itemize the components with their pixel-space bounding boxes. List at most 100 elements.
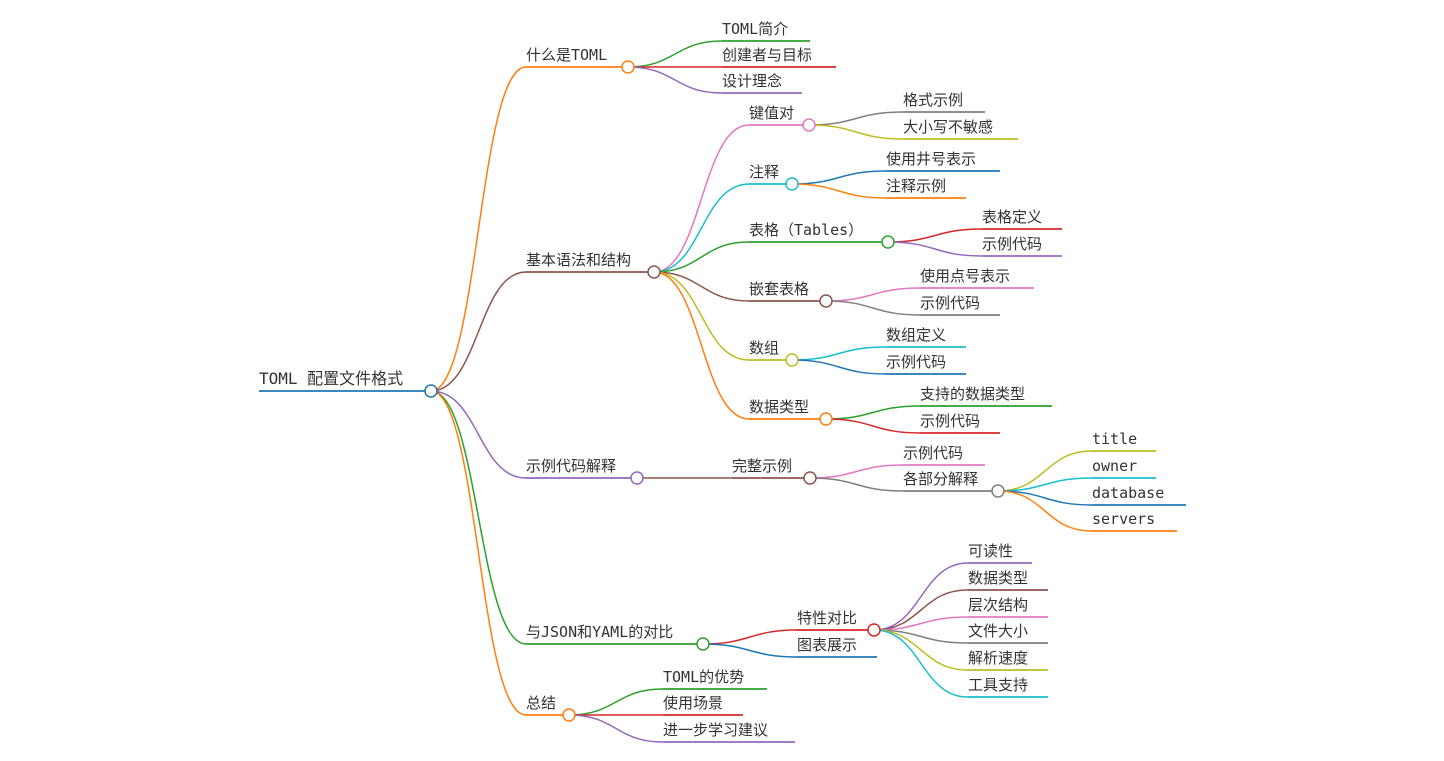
node-chart-display[interactable]: 图表展示 [797,636,858,654]
link-node-servers [997,490,1093,532]
node-example-explained-toggle[interactable] [630,471,644,485]
link-node-tool-support [873,629,969,698]
node-summary[interactable]: 总结 [526,694,557,712]
link-node-nested-code [825,300,921,316]
link-node-readability [873,562,969,631]
node-creator-goals[interactable]: 创建者与目标 [722,46,813,64]
root-node-toggle[interactable] [424,384,438,398]
link-node-toml-advantages [568,688,664,716]
link-node-title [997,450,1093,492]
node-readability[interactable]: 可读性 [968,542,1014,560]
link-node-parts-explained [809,477,904,492]
node-further-learning[interactable]: 进一步学习建议 [663,721,769,739]
node-what-is-toml[interactable]: 什么是TOML [526,46,608,64]
link-node-types-code [825,418,921,434]
node-tables[interactable]: 表格（Tables） [749,221,864,239]
link-node-hash-symbol [791,170,887,185]
node-parts-explained-toggle[interactable] [991,484,1005,498]
link-node-further-learning [568,714,664,743]
link-node-compare-data-types [873,589,969,631]
node-supported-types[interactable]: 支持的数据类型 [920,385,1026,403]
node-hash-symbol[interactable]: 使用井号表示 [886,150,977,168]
node-table-code[interactable]: 示例代码 [982,235,1043,253]
node-file-size[interactable]: 文件大小 [968,622,1029,640]
node-feature-compare-toggle[interactable] [867,623,881,637]
node-nested-code[interactable]: 示例代码 [920,294,981,312]
link-node-summary [430,390,527,716]
node-servers[interactable]: servers [1092,510,1156,528]
node-types-code[interactable]: 示例代码 [920,412,981,430]
link-node-owner [997,477,1093,492]
node-comments-toggle[interactable] [785,177,799,191]
link-node-key-value [653,124,750,273]
node-use-cases[interactable]: 使用场景 [663,694,724,712]
link-node-arrays [653,271,750,361]
node-full-code[interactable]: 示例代码 [903,444,964,462]
node-what-is-toml-toggle[interactable] [621,60,635,74]
node-title[interactable]: title [1092,430,1138,448]
node-toml-advantages[interactable]: TOML的优势 [663,668,745,686]
link-node-json-yaml-compare [430,390,527,645]
node-database[interactable]: database [1092,484,1165,502]
node-parse-speed[interactable]: 解析速度 [968,649,1029,667]
link-node-full-code [809,464,904,479]
node-format-example[interactable]: 格式示例 [903,91,964,109]
node-arrays-toggle[interactable] [785,353,799,367]
link-node-case-insensitive [808,124,904,140]
link-node-file-size [873,629,969,644]
link-node-array-definition [791,346,887,361]
node-key-value[interactable]: 键值对 [749,104,795,122]
node-case-insensitive[interactable]: 大小写不敏感 [903,118,994,136]
node-tool-support[interactable]: 工具支持 [968,676,1029,694]
link-node-format-example [808,111,904,126]
node-owner[interactable]: owner [1092,457,1138,475]
node-data-types-toggle[interactable] [819,412,833,426]
node-feature-compare[interactable]: 特性对比 [797,609,858,627]
link-node-table-definition [887,228,983,243]
link-node-comment-example [791,183,887,199]
node-parts-explained[interactable]: 各部分解释 [903,470,979,488]
link-node-basic-syntax [430,271,527,392]
node-nested-tables[interactable]: 嵌套表格 [749,280,810,298]
node-full-example-toggle[interactable] [803,471,817,485]
link-node-array-code [791,359,887,375]
node-comments[interactable]: 注释 [749,163,780,181]
link-node-what-is-toml [430,66,527,392]
node-array-code[interactable]: 示例代码 [886,353,947,371]
node-comment-example[interactable]: 注释示例 [886,177,947,195]
node-toml-intro[interactable]: TOML简介 [722,20,789,38]
node-summary-toggle[interactable] [562,708,576,722]
node-json-yaml-compare-toggle[interactable] [696,637,710,651]
node-table-definition[interactable]: 表格定义 [982,208,1043,226]
node-design-philosophy[interactable]: 设计理念 [722,72,783,90]
root-node[interactable]: TOML 配置文件格式 [259,369,404,388]
link-node-database [997,490,1093,506]
node-example-explained[interactable]: 示例代码解释 [526,457,617,475]
node-basic-syntax-toggle[interactable] [647,265,661,279]
link-node-supported-types [825,405,921,420]
link-node-comments [653,183,750,273]
link-node-design-philosophy [627,66,723,94]
node-data-types[interactable]: 数据类型 [749,398,810,416]
link-node-nested-tables [653,271,750,302]
node-hierarchy[interactable]: 层次结构 [968,596,1029,614]
node-key-value-toggle[interactable] [802,118,816,132]
node-tables-toggle[interactable] [881,235,895,249]
node-json-yaml-compare[interactable]: 与JSON和YAML的对比 [526,623,674,641]
node-array-definition[interactable]: 数组定义 [886,326,947,344]
node-full-example[interactable]: 完整示例 [732,457,793,475]
link-node-example-explained [430,390,527,479]
link-node-feature-compare [702,629,798,645]
link-node-dot-notation [825,287,921,302]
link-node-hierarchy [873,616,969,631]
node-compare-data-types[interactable]: 数据类型 [968,569,1029,587]
node-dot-notation[interactable]: 使用点号表示 [920,267,1011,285]
link-node-table-code [887,241,983,257]
link-node-data-types [653,271,750,420]
link-node-toml-intro [627,40,723,68]
node-basic-syntax[interactable]: 基本语法和结构 [526,251,632,269]
node-arrays[interactable]: 数组 [749,339,780,357]
node-nested-tables-toggle[interactable] [819,294,833,308]
